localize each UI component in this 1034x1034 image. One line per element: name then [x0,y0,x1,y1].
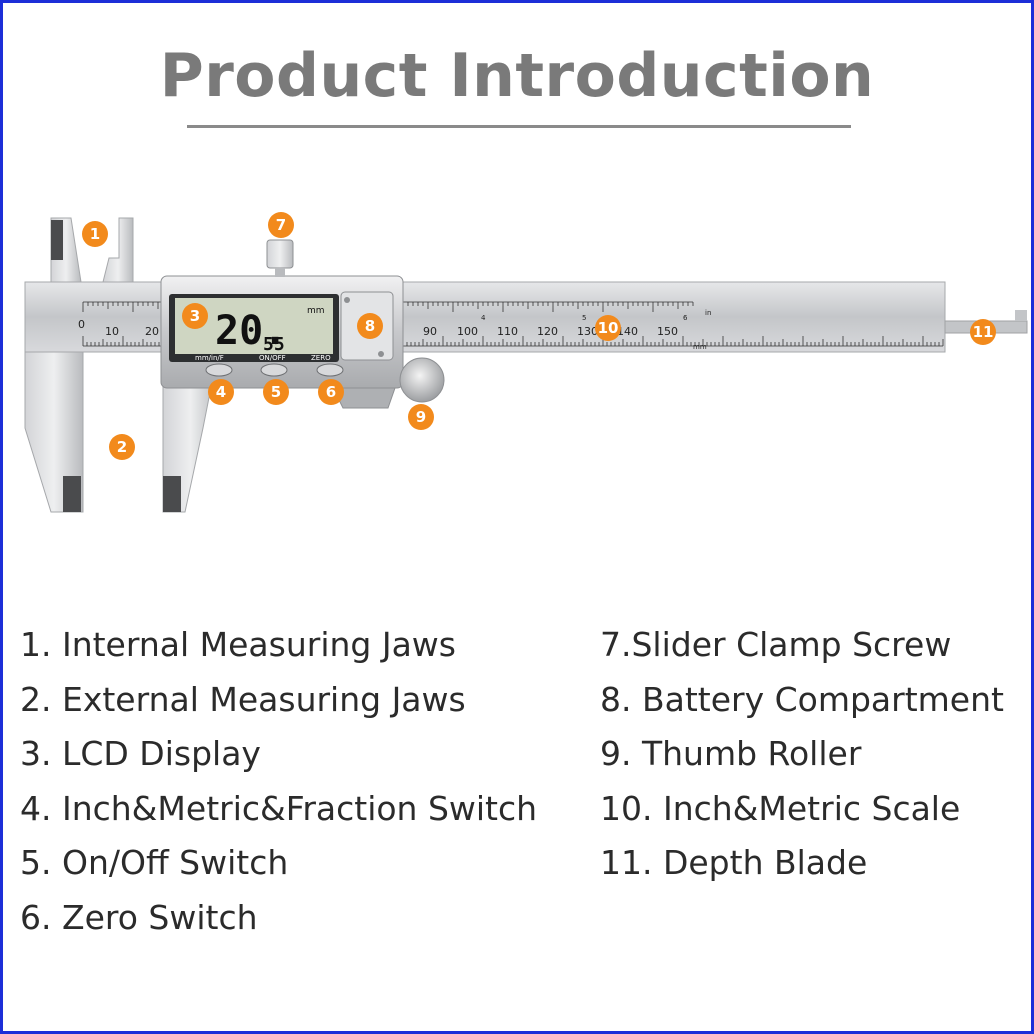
callout-badge [182,303,208,329]
lcd-reading-decimal: 55 [263,334,285,355]
depth-blade-tip [1015,310,1027,321]
scale-num: 10 [105,325,119,338]
lcd-unit: mm [307,306,325,316]
scale-num: 110 [497,325,518,338]
scale-num: 150 [657,325,678,338]
feature-item: 4. Inch&Metric&Fraction Switch [20,788,538,828]
callout-badge [970,319,996,345]
button-label: mm/in/F [195,354,224,362]
internal-jaw-sliding [102,217,134,283]
feature-item: 11. Depth Blade [600,843,868,882]
scale-num: 130 [577,325,598,338]
callout-badge [263,379,289,405]
feature-item: 7.Slider Clamp Screw [600,625,952,664]
feature-item: 6. Zero Switch [20,897,258,937]
callout-number: 2 [117,438,127,456]
callout-badges: 1 2 3 4 5 6 7 8 9 10 11 [82,212,996,460]
callout-badge [318,379,344,405]
scale-tick-marks [82,302,944,346]
feature-list-right: 7.Slider Clamp Screw 8. Battery Compartm… [600,623,1004,896]
lcd-reading-main: 20. [215,308,287,354]
callout-number: 10 [598,319,619,337]
callout-badge [408,404,434,430]
button-label: ZERO [311,354,331,362]
callout-number: 11 [973,323,994,341]
callout-number: 6 [326,383,336,401]
inch-num: 5 [582,314,586,322]
feature-item: 10. Inch&Metric Scale [600,788,961,828]
callout-badge [109,434,135,460]
inch-num: 4 [481,314,486,322]
callout-number: 9 [416,408,426,426]
inch-num: 6 [683,314,688,322]
scale-num: 100 [457,325,478,338]
title-underline [187,125,851,128]
callout-number: 4 [216,383,226,401]
scale-num: 90 [423,325,437,338]
callout-number: 8 [365,317,375,335]
feature-item: 5. On/Off Switch [20,843,289,882]
scale-num: 20 [145,325,159,338]
scale-num: 0 [78,318,85,331]
caliper-illustration: 0 10 20 90 100 110 120 130 140 150 4 5 6… [24,212,1028,513]
zero-switch-button[interactable] [316,363,344,377]
scale-num: 120 [537,325,558,338]
page-title: Product Introduction [159,41,875,111]
feature-item: 3. LCD Display [20,734,261,773]
callout-badge [268,212,294,238]
callout-number: 1 [90,225,100,243]
feature-item: 9. Thumb Roller [600,734,862,773]
callout-number: 7 [276,216,286,234]
clamp-screw [266,239,294,269]
button-label: ON/OFF [259,354,286,362]
callout-badge [208,379,234,405]
callout-number: 3 [190,307,200,325]
feature-item: 2. External Measuring Jaws [20,679,466,719]
feature-item: 1. Internal Measuring Jaws [20,625,456,664]
inch-unit: in [705,309,711,317]
callout-badge [357,313,383,339]
scale-num: 140 [617,325,638,338]
feature-list-left: 1. Internal Measuring Jaws 2. External M… [20,623,537,950]
feature-item: 8. Battery Compartment [600,679,1004,719]
callout-badge [595,315,621,341]
callout-badge [82,221,108,247]
mode-switch-button[interactable] [205,363,233,377]
mm-unit: mm [693,343,707,351]
power-switch-button[interactable] [260,363,288,377]
thumb-roller[interactable] [399,357,445,403]
callout-number: 5 [271,383,281,401]
